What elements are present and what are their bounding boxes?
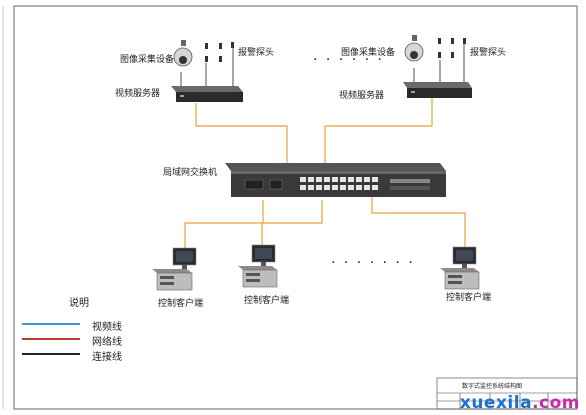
title-block-text: 数字式监控系统结构图	[462, 383, 523, 390]
client-icon-1	[152, 247, 197, 291]
drawing-border	[13, 5, 578, 410]
label-video-server-right: 视频服务器	[339, 91, 385, 101]
camera-icon-right	[404, 35, 424, 62]
label-alarm-sensor-right: 报警探头	[470, 48, 507, 58]
watermark-tld: .com	[532, 393, 580, 413]
camera-icon-left	[173, 40, 193, 67]
cable-client-1	[184, 200, 264, 248]
alarm-sensor-icon-left	[205, 42, 234, 62]
legend-label-network: 网络线	[92, 337, 122, 348]
label-video-server-left: 视频服务器	[115, 89, 161, 99]
label-capture-device-right: 图像采集设备	[341, 48, 396, 58]
label-client-1: 控制客户端	[158, 299, 204, 309]
video-server-icon-right	[403, 82, 472, 98]
network-cables	[184, 98, 466, 248]
connect-lines	[180, 44, 465, 86]
ellipsis-top: · · · · · ·	[313, 52, 384, 68]
client-icon-3	[440, 246, 480, 290]
cable-server-right	[324, 98, 433, 163]
ellipsis-bottom: · · · · · · ·	[331, 255, 415, 271]
alarm-sensor-icon-right	[438, 38, 466, 58]
title-block	[436, 377, 578, 410]
legend-label-connect: 连接线	[92, 352, 122, 363]
watermark-logo: xuexila.com	[460, 393, 580, 413]
label-client-3: 控制客户端	[446, 293, 492, 303]
label-capture-device-left: 图像采集设备	[120, 55, 175, 65]
video-server-icon-left	[171, 86, 243, 102]
cable-client-3	[371, 195, 466, 247]
cable-server-left	[195, 103, 288, 163]
watermark-main: xuexila	[459, 393, 533, 413]
cable-client-2	[261, 200, 323, 245]
legend-title: 说明	[69, 298, 89, 309]
lan-switch-icon	[225, 163, 446, 197]
label-client-2: 控制客户端	[244, 296, 290, 306]
label-lan-switch: 局域网交换机	[163, 168, 218, 178]
label-alarm-sensor-left: 报警探头	[238, 48, 275, 58]
client-icon-2	[238, 244, 278, 288]
legend-label-video: 视频线	[92, 322, 122, 333]
